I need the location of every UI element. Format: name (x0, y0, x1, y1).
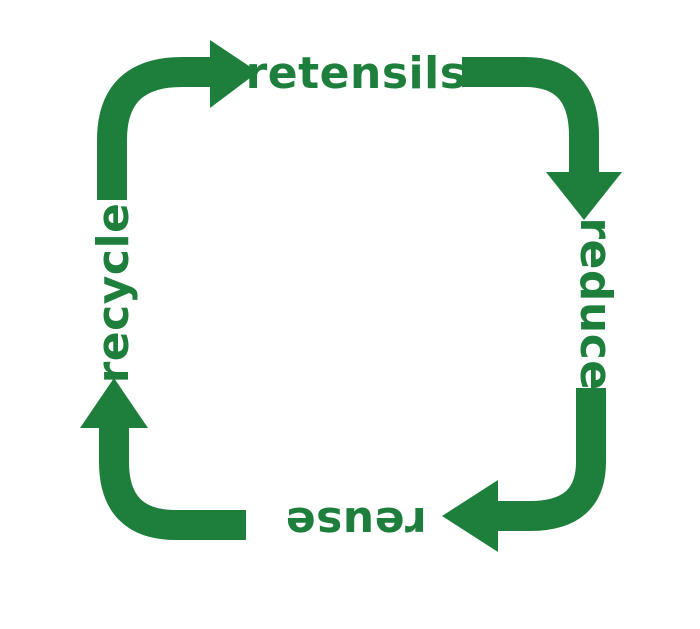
arrow-reduce-to-reuse (442, 388, 606, 552)
arrow-head-icon (546, 172, 622, 220)
label-retensils: retensils (246, 48, 467, 99)
curved-arrow-icon (490, 388, 606, 531)
arrow-head-icon (442, 480, 498, 552)
arrow-retensils-to-reduce (462, 57, 622, 220)
curved-arrow-icon (462, 57, 599, 180)
arrow-reuse-to-recycle (80, 378, 246, 540)
label-recycle: recycle (88, 203, 139, 384)
label-reduce: reduce (570, 217, 621, 390)
arrow-recycle-to-retensils (97, 40, 258, 200)
arrow-head-icon (210, 40, 258, 108)
label-reuse: reuse (285, 497, 426, 548)
curved-arrow-icon (99, 420, 246, 540)
curved-arrow-icon (97, 57, 222, 200)
arrow-head-icon (80, 378, 148, 428)
